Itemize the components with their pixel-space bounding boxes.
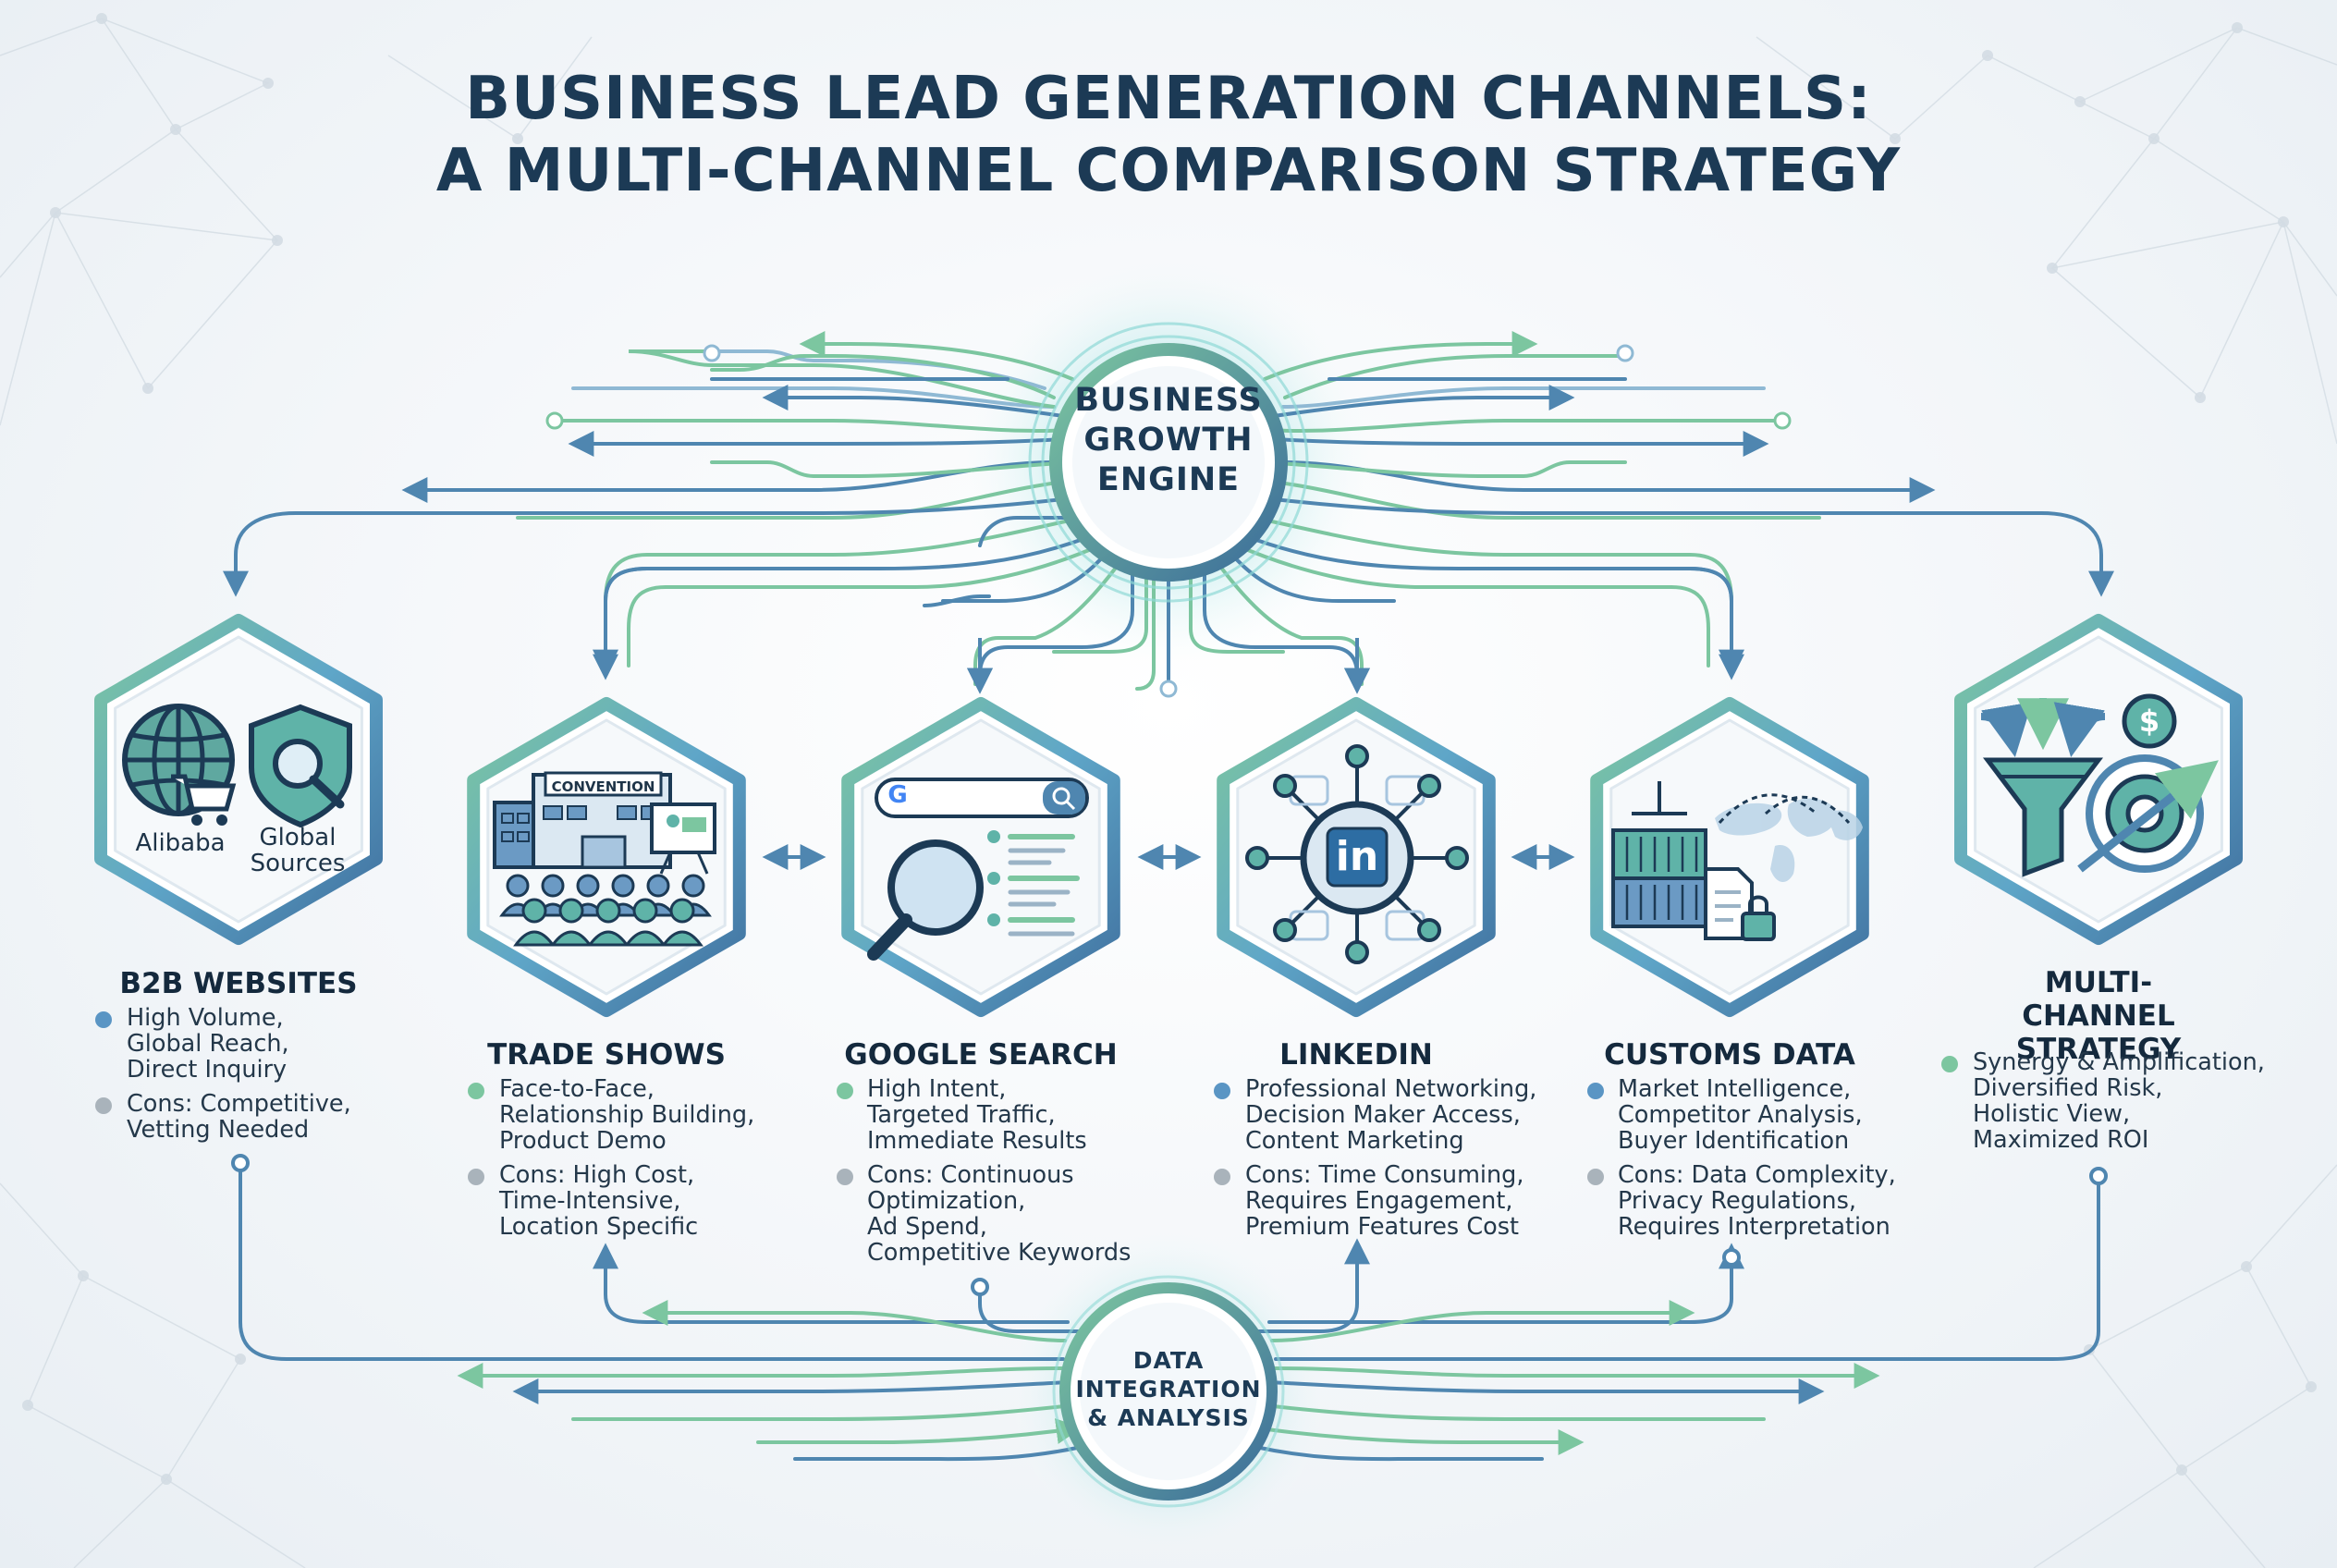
google-cons: Cons: Continuous Optimization, Ad Spend,… [867,1161,1132,1267]
customs-pros: Market Intelligence, Competitor Analysis… [1618,1075,1863,1155]
cons-dot [1587,1169,1604,1185]
growth-engine-line-3: ENGINE [1096,461,1241,498]
container-map-icon [1611,781,1863,941]
data-integration-line-2: INTEGRATION [1075,1376,1262,1403]
b2b-pros: High Volume, Global Reach, Direct Inquir… [127,1004,289,1084]
convention-center-icon [493,771,716,947]
search-results-icon [867,778,1089,961]
cons-dot [837,1169,853,1185]
channel-title-multichannel: MULTI-CHANNEL STRATEGY [2015,966,2182,1066]
b2b-cons: Cons: Competitive, Vetting Needed [127,1090,351,1144]
channel-title-google: GOOGLE SEARCH [844,1038,1118,1072]
funnel-target-icon [1980,693,2219,877]
pros-dot [837,1083,853,1099]
trade-shows-pros: Face-to-Face, Relationship Building, Pro… [499,1075,755,1155]
google-g-logo: G [887,781,908,809]
data-integration-hub [1052,1275,1285,1508]
title-line-2: A MULTI-CHANNEL COMPARISON STRATEGY [435,137,1902,205]
multichannel-pros: Synergy & Amplification, Diversified Ris… [1973,1048,2265,1154]
dollar-icon: $ [2138,704,2160,739]
hex-google [841,697,1120,1017]
cons-dot [1214,1169,1230,1185]
data-integration-label: DATA INTEGRATION & ANALYSIS [1058,1346,1279,1432]
growth-engine-line-2: GROWTH [1083,422,1254,459]
cons-dot [95,1097,112,1114]
growth-engine-line-1: BUSINESS [1074,382,1263,419]
linkedin-cons: Cons: Time Consuming, Requires Engagemen… [1245,1161,1524,1241]
channel-title-customs: CUSTOMS DATA [1604,1038,1855,1072]
growth-engine-label: BUSINESS GROWTH ENGINE [1039,381,1298,500]
global-sources-label: Global Sources [250,824,346,877]
pros-dot [1941,1056,1958,1072]
google-pros: High Intent, Targeted Traffic, Immediate… [867,1075,1087,1155]
globe-cart-icon [122,704,237,826]
alibaba-label: Alibaba [135,829,226,857]
customs-cons: Cons: Data Complexity, Privacy Regulatio… [1618,1161,1896,1241]
cons-dot [468,1169,484,1185]
data-integration-line-1: DATA [1132,1347,1205,1374]
data-integration-line-3: & ANALYSIS [1087,1404,1250,1431]
linkedin-pros: Professional Networking, Decision Maker … [1245,1075,1537,1155]
channel-title-linkedin: LINKEDIN [1279,1038,1433,1072]
linkedin-network-icon [1245,744,1469,964]
shield-search-icon [249,704,352,828]
channel-title-b2b: B2B WEBSITES [119,967,358,1000]
pros-dot [95,1011,112,1028]
pros-dot [468,1083,484,1099]
pros-dot [1587,1083,1604,1099]
pros-dot [1214,1083,1230,1099]
channel-title-trade-shows: TRADE SHOWS [487,1038,726,1072]
trade-shows-cons: Cons: High Cost, Time-Intensive, Locatio… [499,1161,699,1241]
convention-sign: CONVENTION [551,778,655,795]
growth-engine-hub [1028,322,1309,603]
title-line-1: BUSINESS LEAD GENERATION CHANNELS: [465,65,1872,133]
linkedin-logo: in [1335,833,1379,880]
